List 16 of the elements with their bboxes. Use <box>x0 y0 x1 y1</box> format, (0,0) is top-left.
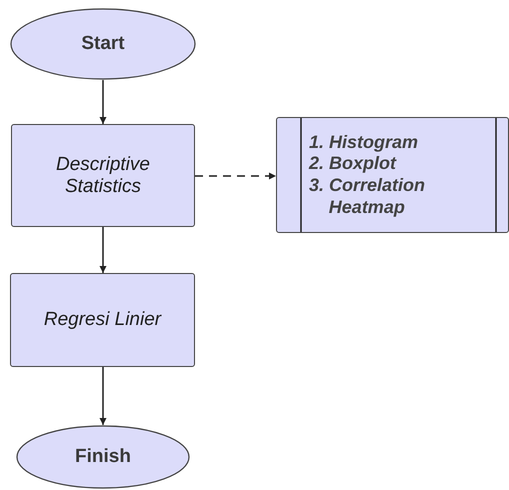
node-label: Descriptive Statistics <box>55 154 151 198</box>
process-box <box>10 273 195 367</box>
terminal-ellipse <box>10 8 196 80</box>
list-item: 2. Boxplot <box>309 153 396 175</box>
arrow <box>100 80 106 124</box>
node-label: Finish <box>75 446 131 468</box>
list-item: 3. Correlation Heatmap <box>309 175 426 218</box>
dashed-arrow <box>195 172 276 180</box>
node-label: Start <box>81 33 125 55</box>
process-box <box>11 124 195 227</box>
arrow <box>100 227 106 273</box>
predefined-process-box <box>276 117 509 233</box>
arrow <box>100 367 106 425</box>
node-label: Regresi Linier <box>44 309 162 331</box>
list-item: 1. Histogram <box>309 132 418 154</box>
terminal-ellipse <box>16 425 190 489</box>
